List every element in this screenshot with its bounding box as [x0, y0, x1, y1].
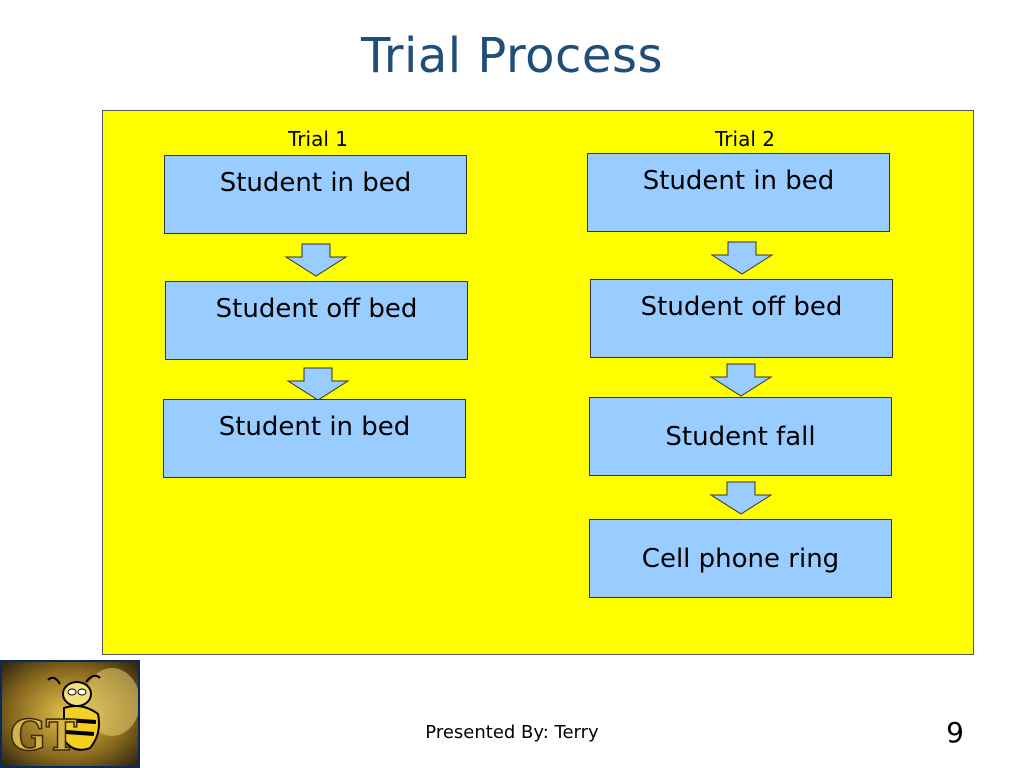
trial-2-label: Trial 2	[715, 127, 775, 151]
trial-2-step-4-box: Cell phone ring	[589, 519, 892, 598]
trial-2-arrow-1-icon	[710, 241, 774, 275]
trial-1-label: Trial 1	[288, 127, 348, 151]
logo-text: GT	[10, 711, 77, 760]
trial-2-arrow-2-icon	[709, 363, 773, 397]
logo: GT	[0, 660, 140, 768]
trial-1-arrow-1-icon	[284, 243, 348, 277]
trial-1-step-1-box: Student in bed	[164, 155, 467, 234]
georgia-tech-yellow-jacket-icon: GT	[2, 662, 138, 766]
page-number: 9	[946, 716, 964, 749]
trial-2-step-2-box: Student off bed	[590, 279, 893, 358]
slide-title: Trial Process	[361, 28, 663, 84]
trial-1-step-3-box: Student in bed	[163, 399, 466, 478]
trial-2-step-3-box: Student fall	[589, 397, 892, 476]
presenter-footer: Presented By: Terry	[425, 722, 599, 743]
trial-2-step-1-box: Student in bed	[587, 153, 890, 232]
trial-1-step-2-box: Student off bed	[165, 281, 468, 360]
diagram-panel: Trial 1 Student in bed Student off bed S…	[102, 110, 974, 655]
trial-2-arrow-3-icon	[709, 481, 773, 515]
trial-1-arrow-2-icon	[286, 367, 350, 401]
